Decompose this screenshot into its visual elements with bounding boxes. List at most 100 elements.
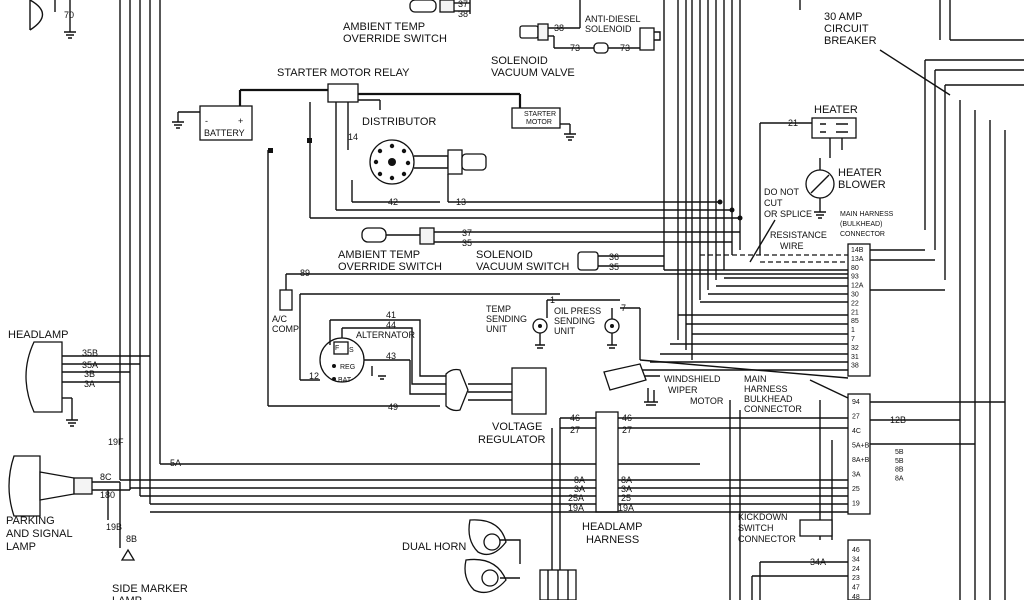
ambient-temp-switch-top [409,0,437,13]
top-right-wire-bundle [469,0,741,360]
wire-label: 38 [458,9,468,19]
wire-label: 5A [170,458,181,468]
lamp-housing [39,471,75,501]
label-line: STARTER [524,111,556,118]
wire-label: 19A [568,503,584,513]
wire-label: 35 [462,238,472,248]
kickdown-pin-label: 34 [852,556,860,563]
side-marker-lamp [120,548,136,561]
label-line: VOLTAGE [492,421,542,433]
label-line: SWITCH [738,523,774,533]
parking-signal-lamp-label: PARKING AND SIGNAL LAMP [6,515,75,553]
label-line: MAIN [744,374,767,384]
wire-label: 3A [621,484,632,494]
wire-label: 19B [106,522,122,532]
bulkhead-pin-label: 25 [852,486,860,493]
label-line: MAIN HARNESS [840,211,894,218]
parking-signal-lamp [8,455,41,517]
starter-motor-relay [327,83,359,103]
label-line: REGULATOR [478,434,545,446]
label-line: OIL PRESS [554,306,601,316]
wire-label: 1 [550,295,555,305]
label-line: A/C [272,314,288,324]
bulkhead-pin-label: 12A [851,283,864,290]
wire-label: 42 [388,197,398,207]
label-line: HARNESS [744,384,788,394]
wire-label: 70 [64,10,74,20]
kickdown-pin-label: 46 [852,547,860,554]
main-harness-bulkhead-connector-upper [847,243,871,377]
bulkhead-pin-label: 31 [851,354,859,361]
wire-label: 8B [126,534,137,544]
wire-label: 46 [570,413,580,423]
horn-diaphragm [483,533,501,551]
headlamp-harness-label: HEADLAMP HARNESS [582,521,645,546]
bulkhead-pin-label: 32 [851,345,859,352]
bulkhead-pin-label: 93 [851,274,859,281]
label-line: HEATER [838,167,882,179]
label-line: KICKDOWN [738,512,788,522]
wire-label: 25 [621,493,631,503]
wire-label: 13 [456,197,466,207]
label-line: LAMP [112,595,142,600]
main-harness-bulkhead-connector-lower [847,393,871,515]
battery-label: BATTERY [204,128,245,138]
bulkhead-pin-label: 1 [851,327,855,334]
label-line: MOTOR [690,396,724,406]
wire-label: 46 [622,413,632,423]
terminal-s: S [349,347,354,354]
wire-label: 35B [82,348,98,358]
ambient-temp-override-mid-label: AMBIENT TEMP OVERRIDE SWITCH [338,249,442,273]
wire-label: 89 [300,268,310,278]
bulkhead-wire-label: 5B [895,449,904,456]
terminal-dot [307,138,312,143]
wire-label: 25A [568,493,584,503]
label-line: MOTOR [526,119,552,126]
heater-switch [811,117,857,139]
label-line: SENDING [486,314,527,324]
wire-label: 8A [621,475,632,485]
wire-label: 21 [788,118,798,128]
resistance-wire-label: RESISTANCE WIRE [770,230,829,251]
wire-label: 43 [386,351,396,361]
label-line: CONNECTOR [744,404,802,414]
wire-label: 34A [810,557,826,567]
label-line: OVERRIDE SWITCH [338,261,442,273]
headlamp-top-fragment [29,0,44,31]
bulkhead-pin-label: 19 [852,501,860,508]
bulkhead-wire-label: 5B [895,458,904,465]
wire-label: 8C [100,472,112,482]
label-line: ANTI-DIESEL [585,14,641,24]
distributor-label: DISTRIBUTOR [362,116,436,128]
label-line: OVERRIDE SWITCH [343,33,447,45]
heater-blower-label: HEATER BLOWER [838,167,886,191]
main-harness-connector-label: MAIN HARNESS (BULKHEAD) CONNECTOR [840,211,895,238]
wire-label: 37 [462,228,472,238]
wire-label: 8A [574,475,585,485]
label-line: OR SPLICE [764,209,812,219]
wire-label: 3A [84,379,95,389]
starter-motor-relay-label: STARTER MOTOR RELAY [277,67,410,79]
solenoid-vacuum-switch [577,251,599,271]
solenoid-vacuum-valve-label: SOLENOID VACUUM VALVE [491,55,575,79]
battery-plus: + [238,116,243,126]
label-line: COMP [272,324,299,334]
wire-label: 36 [609,252,619,262]
label-line: CONNECTOR [738,534,796,544]
label-line: RESISTANCE [770,230,827,240]
ground-icon [814,211,826,219]
label-line: AMBIENT TEMP [343,21,425,33]
wire-label: 37 [458,0,468,9]
bulkhead-pin-label: 13A [851,256,864,263]
label-line: 30 AMP [824,11,862,23]
wire-label: 3A [574,484,585,494]
voltage-regulator [511,367,547,415]
wire-label: 19F [108,437,124,447]
regulator-plug [445,368,469,412]
starter-motor [511,107,561,129]
anti-diesel-solenoid [639,27,655,51]
battery [199,105,253,141]
wire-label: 3B [84,369,95,379]
